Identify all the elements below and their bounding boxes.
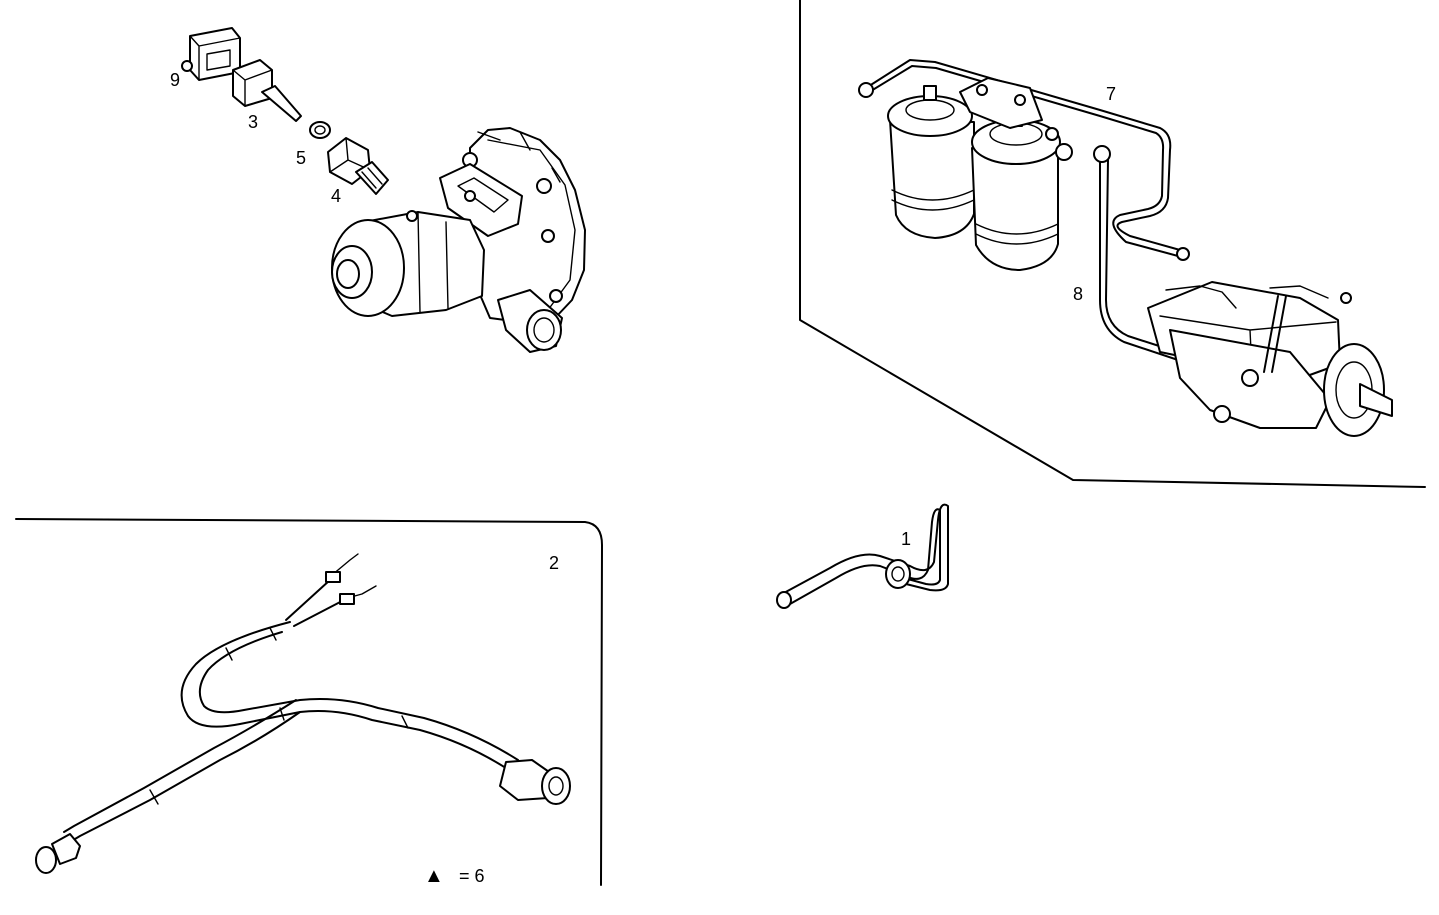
fuel-line-8 [1093, 145, 1241, 381]
callout-2: 2 [549, 553, 559, 573]
sealing-ring-5 [309, 121, 331, 139]
callout-5: 5 [296, 148, 306, 168]
wiring-harness-frame [15, 518, 603, 886]
legend-triangle-icon: ▲ [424, 865, 444, 887]
temperature-sender-3 [232, 59, 302, 122]
water-pump [331, 127, 586, 353]
fuel-line-7 [858, 59, 1190, 261]
callout-3: 3 [248, 112, 258, 132]
fuel-system-frame [799, 0, 1426, 488]
sensor-connector [181, 27, 241, 81]
wiring-harness-2 [35, 553, 571, 874]
legend-text: = 6 [459, 866, 485, 886]
legend: ▲ = 6 [424, 865, 485, 887]
callout-8: 8 [1073, 284, 1083, 304]
callout-7: 7 [1106, 84, 1116, 104]
injection-pump [1147, 281, 1393, 437]
callout-4: 4 [331, 186, 341, 206]
pipe-1 [776, 503, 949, 609]
temperature-switch-4 [327, 137, 389, 195]
callout-9: 9 [170, 70, 180, 90]
callout-1: 1 [901, 529, 911, 549]
fuel-filter-housing [887, 77, 1073, 271]
